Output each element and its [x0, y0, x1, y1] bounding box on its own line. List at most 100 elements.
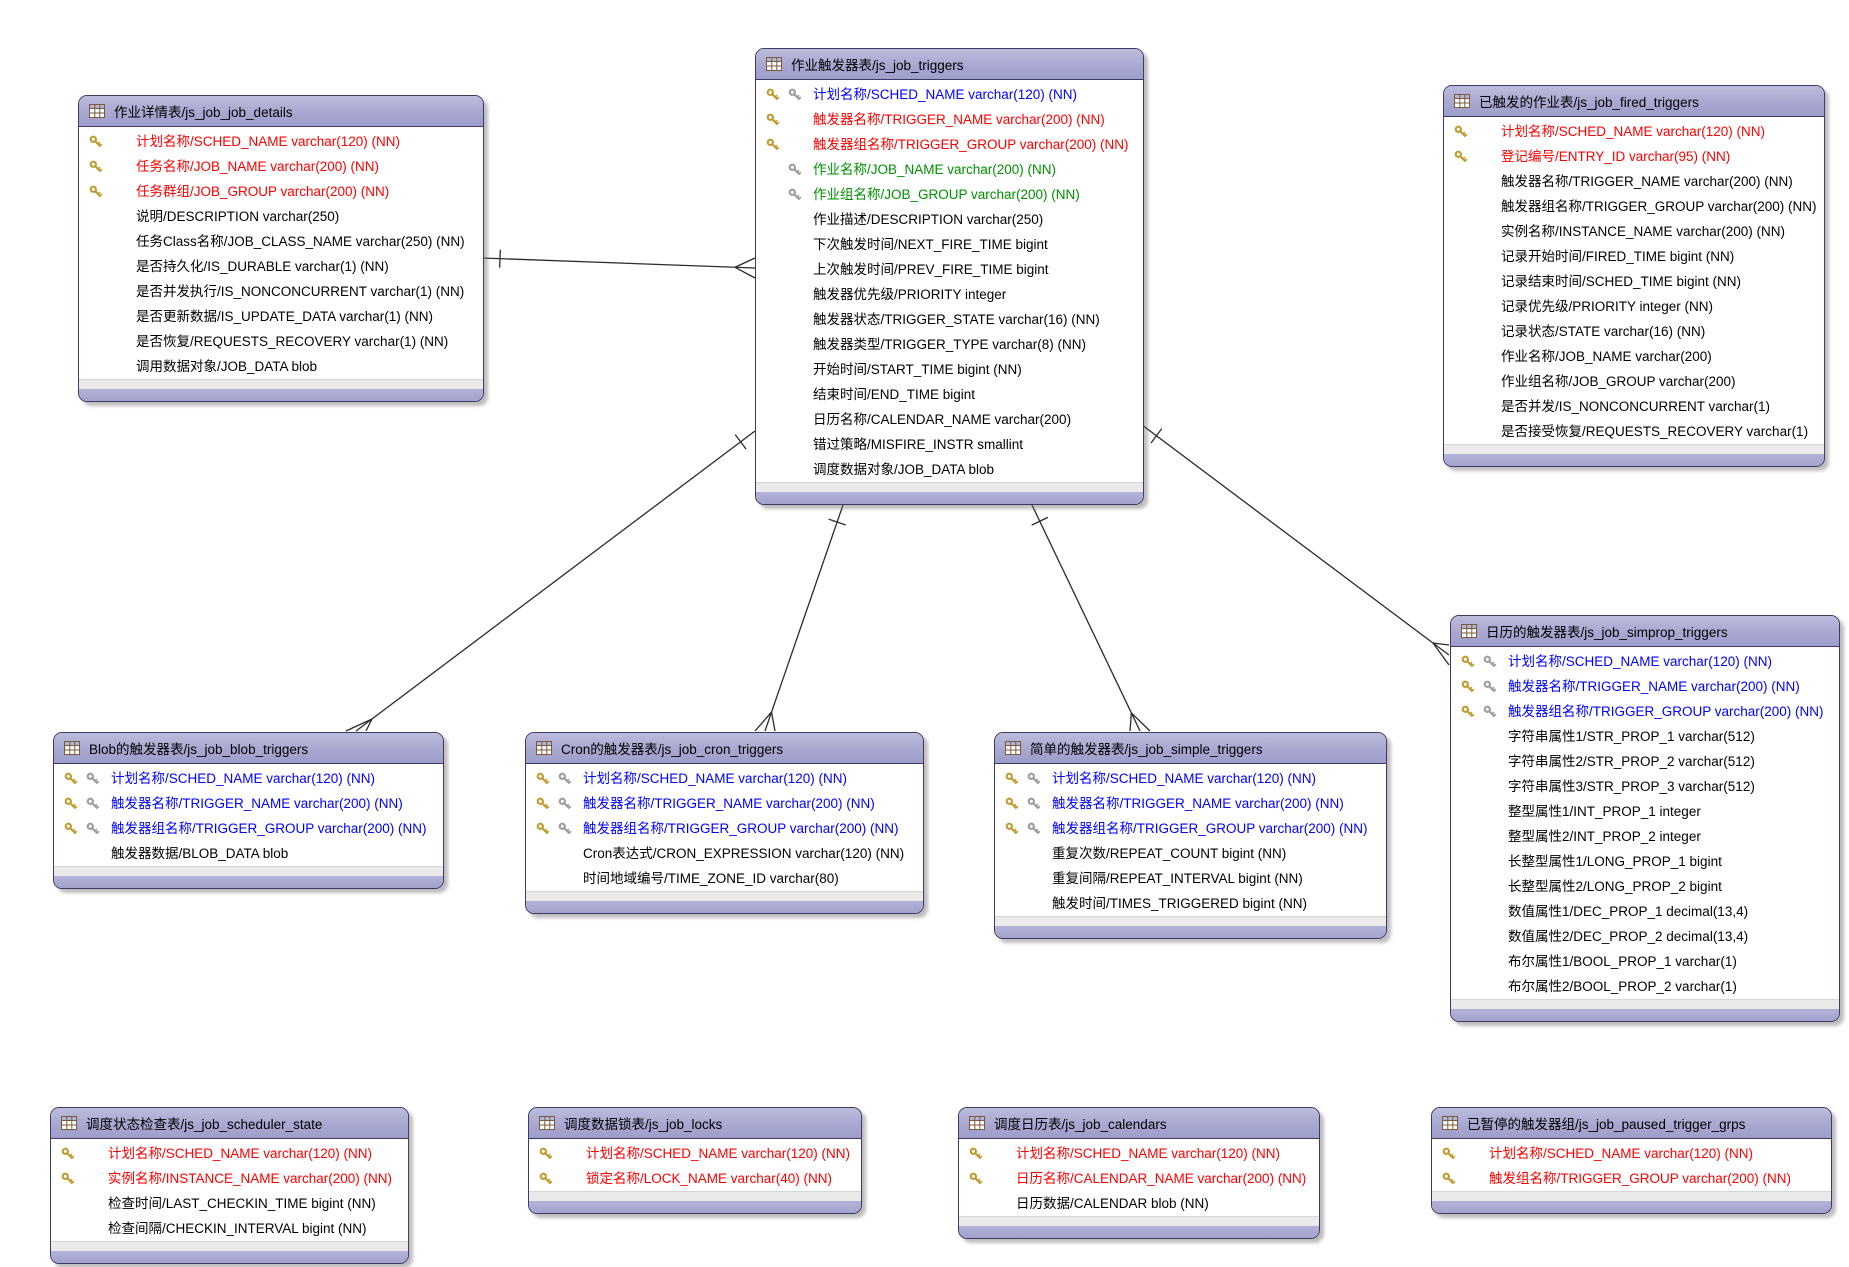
column-row[interactable]: 触发器组名称/TRIGGER_GROUP varchar(200) (NN) — [526, 816, 923, 841]
column-row[interactable]: 说明/DESCRIPTION varchar(250) — [79, 204, 483, 229]
column-row[interactable]: 触发器组名称/TRIGGER_GROUP varchar(200) (NN) — [1444, 194, 1824, 219]
column-row[interactable]: 日历名称/CALENDAR_NAME varchar(200) (NN) — [959, 1166, 1319, 1191]
table-header[interactable]: Cron的触发器表/js_job_cron_triggers — [526, 733, 923, 764]
column-row[interactable]: 作业描述/DESCRIPTION varchar(250) — [756, 207, 1143, 232]
column-row[interactable]: 登记编号/ENTRY_ID varchar(95) (NN) — [1444, 144, 1824, 169]
column-row[interactable]: 数值属性2/DEC_PROP_2 decimal(13,4) — [1451, 924, 1839, 949]
column-row[interactable]: 触发器组名称/TRIGGER_GROUP varchar(200) (NN) — [1451, 699, 1839, 724]
table-header[interactable]: 作业触发器表/js_job_triggers — [756, 49, 1143, 80]
column-row[interactable]: 上次触发时间/PREV_FIRE_TIME bigint — [756, 257, 1143, 282]
column-row[interactable]: 是否并发/IS_NONCONCURRENT varchar(1) — [1444, 394, 1824, 419]
table-header[interactable]: 已暂停的触发器组/js_job_paused_trigger_grps — [1432, 1108, 1831, 1139]
column-row[interactable]: 作业名称/JOB_NAME varchar(200) — [1444, 344, 1824, 369]
column-row[interactable]: 是否恢复/REQUESTS_RECOVERY varchar(1) (NN) — [79, 329, 483, 354]
rel-triggers-to-blob_triggers[interactable] — [345, 430, 756, 732]
column-row[interactable]: 是否更新数据/IS_UPDATE_DATA varchar(1) (NN) — [79, 304, 483, 329]
column-row[interactable]: 布尔属性1/BOOL_PROP_1 varchar(1) — [1451, 949, 1839, 974]
column-row[interactable]: 记录开始时间/FIRED_TIME bigint (NN) — [1444, 244, 1824, 269]
column-row[interactable]: 触发器名称/TRIGGER_NAME varchar(200) (NN) — [995, 791, 1386, 816]
column-row[interactable]: 时间地域编号/TIME_ZONE_ID varchar(80) — [526, 866, 923, 891]
column-row[interactable]: 错过策略/MISFIRE_INSTR smallint — [756, 432, 1143, 457]
column-row[interactable]: 触发时间/TIMES_TRIGGERED bigint (NN) — [995, 891, 1386, 916]
rel-triggers-to-simprop_triggers[interactable] — [1141, 424, 1450, 666]
column-row[interactable]: 计划名称/SCHED_NAME varchar(120) (NN) — [1451, 649, 1839, 674]
column-row[interactable]: 触发器名称/TRIGGER_NAME varchar(200) (NN) — [54, 791, 443, 816]
column-row[interactable]: 触发器名称/TRIGGER_NAME varchar(200) (NN) — [1444, 169, 1824, 194]
column-row[interactable]: 记录结束时间/SCHED_TIME bigint (NN) — [1444, 269, 1824, 294]
column-row[interactable]: 重复次数/REPEAT_COUNT bigint (NN) — [995, 841, 1386, 866]
table-header[interactable]: 日历的触发器表/js_job_simprop_triggers — [1451, 616, 1839, 647]
column-row[interactable]: 计划名称/SCHED_NAME varchar(120) (NN) — [529, 1141, 861, 1166]
column-row[interactable]: 触发器类型/TRIGGER_TYPE varchar(8) (NN) — [756, 332, 1143, 357]
column-row[interactable]: 日历名称/CALENDAR_NAME varchar(200) — [756, 407, 1143, 432]
column-row[interactable]: 调度数据对象/JOB_DATA blob — [756, 457, 1143, 482]
column-row[interactable]: 调用数据对象/JOB_DATA blob — [79, 354, 483, 379]
column-row[interactable]: 计划名称/SCHED_NAME varchar(120) (NN) — [51, 1141, 408, 1166]
column-row[interactable]: 结束时间/END_TIME bigint — [756, 382, 1143, 407]
column-row[interactable]: 日历数据/CALENDAR blob (NN) — [959, 1191, 1319, 1216]
column-row[interactable]: 任务群组/JOB_GROUP varchar(200) (NN) — [79, 179, 483, 204]
table-header[interactable]: 简单的触发器表/js_job_simple_triggers — [995, 733, 1386, 764]
column-row[interactable]: 触发器数据/BLOB_DATA blob — [54, 841, 443, 866]
column-row[interactable]: 计划名称/SCHED_NAME varchar(120) (NN) — [79, 129, 483, 154]
column-row[interactable]: 检查时间/LAST_CHECKIN_TIME bigint (NN) — [51, 1191, 408, 1216]
column-row[interactable]: 长整型属性2/LONG_PROP_2 bigint — [1451, 874, 1839, 899]
column-row[interactable]: 计划名称/SCHED_NAME varchar(120) (NN) — [756, 82, 1143, 107]
table-header[interactable]: 作业详情表/js_job_job_details — [79, 96, 483, 127]
column-row[interactable]: 实例名称/INSTANCE_NAME varchar(200) (NN) — [1444, 219, 1824, 244]
column-row[interactable]: 计划名称/SCHED_NAME varchar(120) (NN) — [526, 766, 923, 791]
table-header[interactable]: Blob的触发器表/js_job_blob_triggers — [54, 733, 443, 764]
column-row[interactable]: Cron表达式/CRON_EXPRESSION varchar(120) (NN… — [526, 841, 923, 866]
column-row[interactable]: 字符串属性1/STR_PROP_1 varchar(512) — [1451, 724, 1839, 749]
column-row[interactable]: 计划名称/SCHED_NAME varchar(120) (NN) — [1432, 1141, 1831, 1166]
column-row[interactable]: 触发器组名称/TRIGGER_GROUP varchar(200) (NN) — [995, 816, 1386, 841]
column-row[interactable]: 计划名称/SCHED_NAME varchar(120) (NN) — [995, 766, 1386, 791]
column-row[interactable]: 是否持久化/IS_DURABLE varchar(1) (NN) — [79, 254, 483, 279]
column-row[interactable]: 触发器名称/TRIGGER_NAME varchar(200) (NN) — [526, 791, 923, 816]
column-row[interactable]: 是否并发执行/IS_NONCONCURRENT varchar(1) (NN) — [79, 279, 483, 304]
column-row[interactable]: 触发组名称/TRIGGER_GROUP varchar(200) (NN) — [1432, 1166, 1831, 1191]
column-row[interactable]: 触发器组名称/TRIGGER_GROUP varchar(200) (NN) — [54, 816, 443, 841]
rel-triggers-to-cron_triggers[interactable] — [754, 504, 846, 732]
column-row[interactable]: 数值属性1/DEC_PROP_1 decimal(13,4) — [1451, 899, 1839, 924]
column-row[interactable]: 记录优先级/PRIORITY integer (NN) — [1444, 294, 1824, 319]
column-row[interactable]: 计划名称/SCHED_NAME varchar(120) (NN) — [959, 1141, 1319, 1166]
table-header[interactable]: 调度状态检查表/js_job_scheduler_state — [51, 1108, 408, 1139]
table-header[interactable]: 调度数据锁表/js_job_locks — [529, 1108, 861, 1139]
rel-job_details-to-triggers[interactable] — [481, 249, 756, 279]
column-row[interactable]: 作业名称/JOB_NAME varchar(200) (NN) — [756, 157, 1143, 182]
table-header[interactable]: 已触发的作业表/js_job_fired_triggers — [1444, 86, 1824, 117]
column-row[interactable]: 字符串属性2/STR_PROP_2 varchar(512) — [1451, 749, 1839, 774]
column-row[interactable]: 作业组名称/JOB_GROUP varchar(200) — [1444, 369, 1824, 394]
column-row[interactable]: 是否接受恢复/REQUESTS_RECOVERY varchar(1) — [1444, 419, 1824, 444]
column-row[interactable]: 实例名称/INSTANCE_NAME varchar(200) (NN) — [51, 1166, 408, 1191]
rel-triggers-to-simple_triggers[interactable] — [1031, 504, 1151, 732]
column-row[interactable]: 作业组名称/JOB_GROUP varchar(200) (NN) — [756, 182, 1143, 207]
column-row[interactable]: 计划名称/SCHED_NAME varchar(120) (NN) — [1444, 119, 1824, 144]
column-row[interactable]: 触发器名称/TRIGGER_NAME varchar(200) (NN) — [1451, 674, 1839, 699]
column-row[interactable]: 触发器组名称/TRIGGER_GROUP varchar(200) (NN) — [756, 132, 1143, 157]
column-row[interactable]: 计划名称/SCHED_NAME varchar(120) (NN) — [54, 766, 443, 791]
column-row[interactable]: 检查间隔/CHECKIN_INTERVAL bigint (NN) — [51, 1216, 408, 1241]
column-row[interactable]: 触发器名称/TRIGGER_NAME varchar(200) (NN) — [756, 107, 1143, 132]
column-row[interactable]: 记录状态/STATE varchar(16) (NN) — [1444, 319, 1824, 344]
column-row[interactable]: 重复间隔/REPEAT_INTERVAL bigint (NN) — [995, 866, 1386, 891]
column-row[interactable]: 长整型属性1/LONG_PROP_1 bigint — [1451, 849, 1839, 874]
column-row[interactable]: 整型属性1/INT_PROP_1 integer — [1451, 799, 1839, 824]
column-row[interactable]: 下次触发时间/NEXT_FIRE_TIME bigint — [756, 232, 1143, 257]
table-header[interactable]: 调度日历表/js_job_calendars — [959, 1108, 1319, 1139]
column-row[interactable]: 锁定名称/LOCK_NAME varchar(40) (NN) — [529, 1166, 861, 1191]
column-row[interactable]: 触发器状态/TRIGGER_STATE varchar(16) (NN) — [756, 307, 1143, 332]
column-row[interactable]: 开始时间/START_TIME bigint (NN) — [756, 357, 1143, 382]
column-row[interactable]: 触发器优先级/PRIORITY integer — [756, 282, 1143, 307]
column-row[interactable]: 任务名称/JOB_NAME varchar(200) (NN) — [79, 154, 483, 179]
column-row[interactable]: 字符串属性3/STR_PROP_3 varchar(512) — [1451, 774, 1839, 799]
